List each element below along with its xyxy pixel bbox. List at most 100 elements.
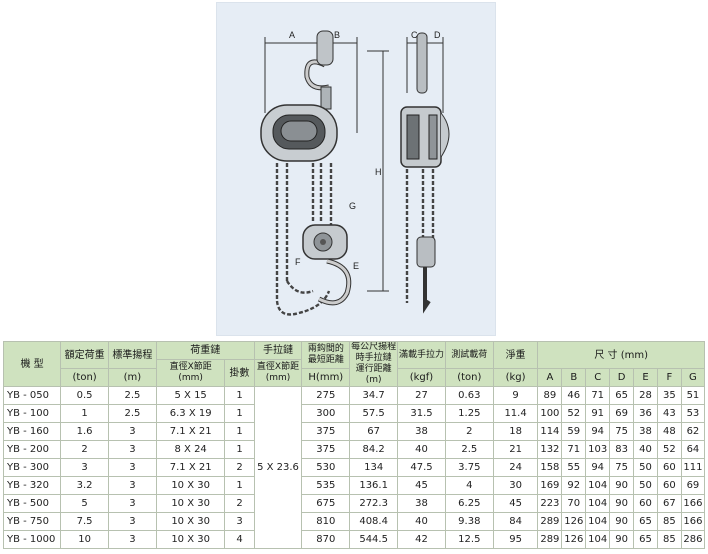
dim-cell: 60 [656, 476, 682, 495]
dim-cell: 69 [680, 476, 706, 495]
load-chain-cell: 7.1 X 21 [155, 422, 226, 441]
label-c: C [411, 30, 418, 40]
dim-cell: 38 [633, 422, 658, 441]
label-d: D [434, 30, 441, 40]
model-cell: YB - 300 [2, 458, 62, 477]
header-headroom: 兩鈎間的 最短距離 [301, 341, 351, 369]
dim-cell: 65 [633, 530, 658, 549]
label-b: B [334, 30, 340, 40]
dim-cell: 71 [585, 386, 611, 405]
load-chain-cell: 5 X 15 [155, 386, 226, 405]
capacity-cell: 3 [60, 458, 110, 477]
hoist-diagram: A B C D E F G H [216, 2, 496, 336]
dim-cell: 28 [633, 386, 658, 405]
capacity-cell: 10 [60, 530, 110, 549]
hand-lift-cell: 84.2 [349, 440, 399, 459]
dim-cell: 83 [609, 440, 635, 459]
load-chain-cell: 7.1 X 21 [155, 458, 226, 477]
pull-cell: 45 [397, 476, 446, 495]
dim-cell: 94 [585, 458, 611, 477]
header-load-chain: 荷重鏈 [155, 341, 255, 360]
dim-cell: 104 [585, 512, 611, 531]
weight-cell: 84 [492, 512, 539, 531]
header-capacity: 額定荷重 [60, 341, 110, 369]
dim-cell: 70 [561, 494, 587, 513]
headroom-cell: 675 [301, 494, 351, 513]
pull-cell: 40 [397, 440, 446, 459]
dim-cell: 90 [609, 512, 635, 531]
model-cell: YB - 750 [2, 512, 62, 531]
dim-cell: 104 [585, 494, 611, 513]
headroom-cell: 870 [301, 530, 351, 549]
test-load-cell: 3.75 [444, 458, 494, 477]
hand-lift-cell: 134 [349, 458, 399, 477]
pull-cell: 42 [397, 530, 446, 549]
weight-cell: 9 [492, 386, 539, 405]
header-dim-f: F [656, 368, 682, 387]
weight-cell: 18 [492, 422, 539, 441]
header-dim-g: G [680, 368, 706, 387]
dim-cell: 67 [656, 494, 682, 513]
model-cell: YB - 200 [2, 440, 62, 459]
dim-cell: 65 [609, 386, 635, 405]
test-load-cell: 6.25 [444, 494, 494, 513]
falls-cell: 1 [224, 422, 255, 441]
capacity-cell: 5 [60, 494, 110, 513]
headroom-cell: 275 [301, 386, 351, 405]
test-load-cell: 12.5 [444, 530, 494, 549]
side-view [400, 32, 450, 314]
dim-cell: 40 [633, 440, 658, 459]
hand-lift-cell: 34.7 [349, 386, 399, 405]
dim-cell: 85 [656, 530, 682, 549]
load-chain-cell: 10 X 30 [155, 476, 226, 495]
model-cell: YB - 320 [2, 476, 62, 495]
hand-lift-cell: 272.3 [349, 494, 399, 513]
dim-cell: 36 [633, 404, 658, 423]
dim-cell: 89 [537, 386, 563, 405]
lift-cell: 3 [108, 440, 157, 459]
weight-cell: 11.4 [492, 404, 539, 423]
lift-cell: 2.5 [108, 386, 157, 405]
test-load-cell: 2.5 [444, 440, 494, 459]
header-weight: 淨重 [492, 341, 539, 369]
dim-cell: 166 [680, 512, 706, 531]
header-load-chain-falls: 掛數 [224, 359, 255, 387]
lift-cell: 3 [108, 476, 157, 495]
model-cell: YB - 050 [2, 386, 62, 405]
dim-cell: 103 [585, 440, 611, 459]
load-chain-cell: 6.3 X 19 [155, 404, 226, 423]
hand-lift-cell: 136.1 [349, 476, 399, 495]
header-headroom-unit: H(mm) [301, 368, 351, 387]
load-chain-cell: 10 X 30 [155, 494, 226, 513]
pull-cell: 47.5 [397, 458, 446, 477]
header-hand-lift: 每公尺揚程 時手拉鏈 運行距離 (m) [349, 341, 399, 387]
dim-cell: 75 [609, 422, 635, 441]
weight-cell: 24 [492, 458, 539, 477]
dim-cell: 286 [680, 530, 706, 549]
header-dim-a: A [537, 368, 563, 387]
front-view [260, 30, 352, 316]
headroom-cell: 375 [301, 422, 351, 441]
dim-cell: 69 [609, 404, 635, 423]
lift-cell: 2.5 [108, 404, 157, 423]
weight-cell: 21 [492, 440, 539, 459]
model-cell: YB - 1000 [2, 530, 62, 549]
test-load-cell: 9.38 [444, 512, 494, 531]
weight-cell: 30 [492, 476, 539, 495]
dim-cell: 94 [585, 422, 611, 441]
dim-cell: 91 [585, 404, 611, 423]
dim-cell: 289 [537, 512, 563, 531]
capacity-cell: 3.2 [60, 476, 110, 495]
model-cell: YB - 500 [2, 494, 62, 513]
header-weight-unit: (kg) [492, 368, 539, 387]
header-load-chain-dia: 直徑X節距 (mm) [155, 359, 226, 387]
falls-cell: 1 [224, 386, 255, 405]
pull-cell: 27 [397, 386, 446, 405]
dim-cell: 289 [537, 530, 563, 549]
falls-cell: 4 [224, 530, 255, 549]
